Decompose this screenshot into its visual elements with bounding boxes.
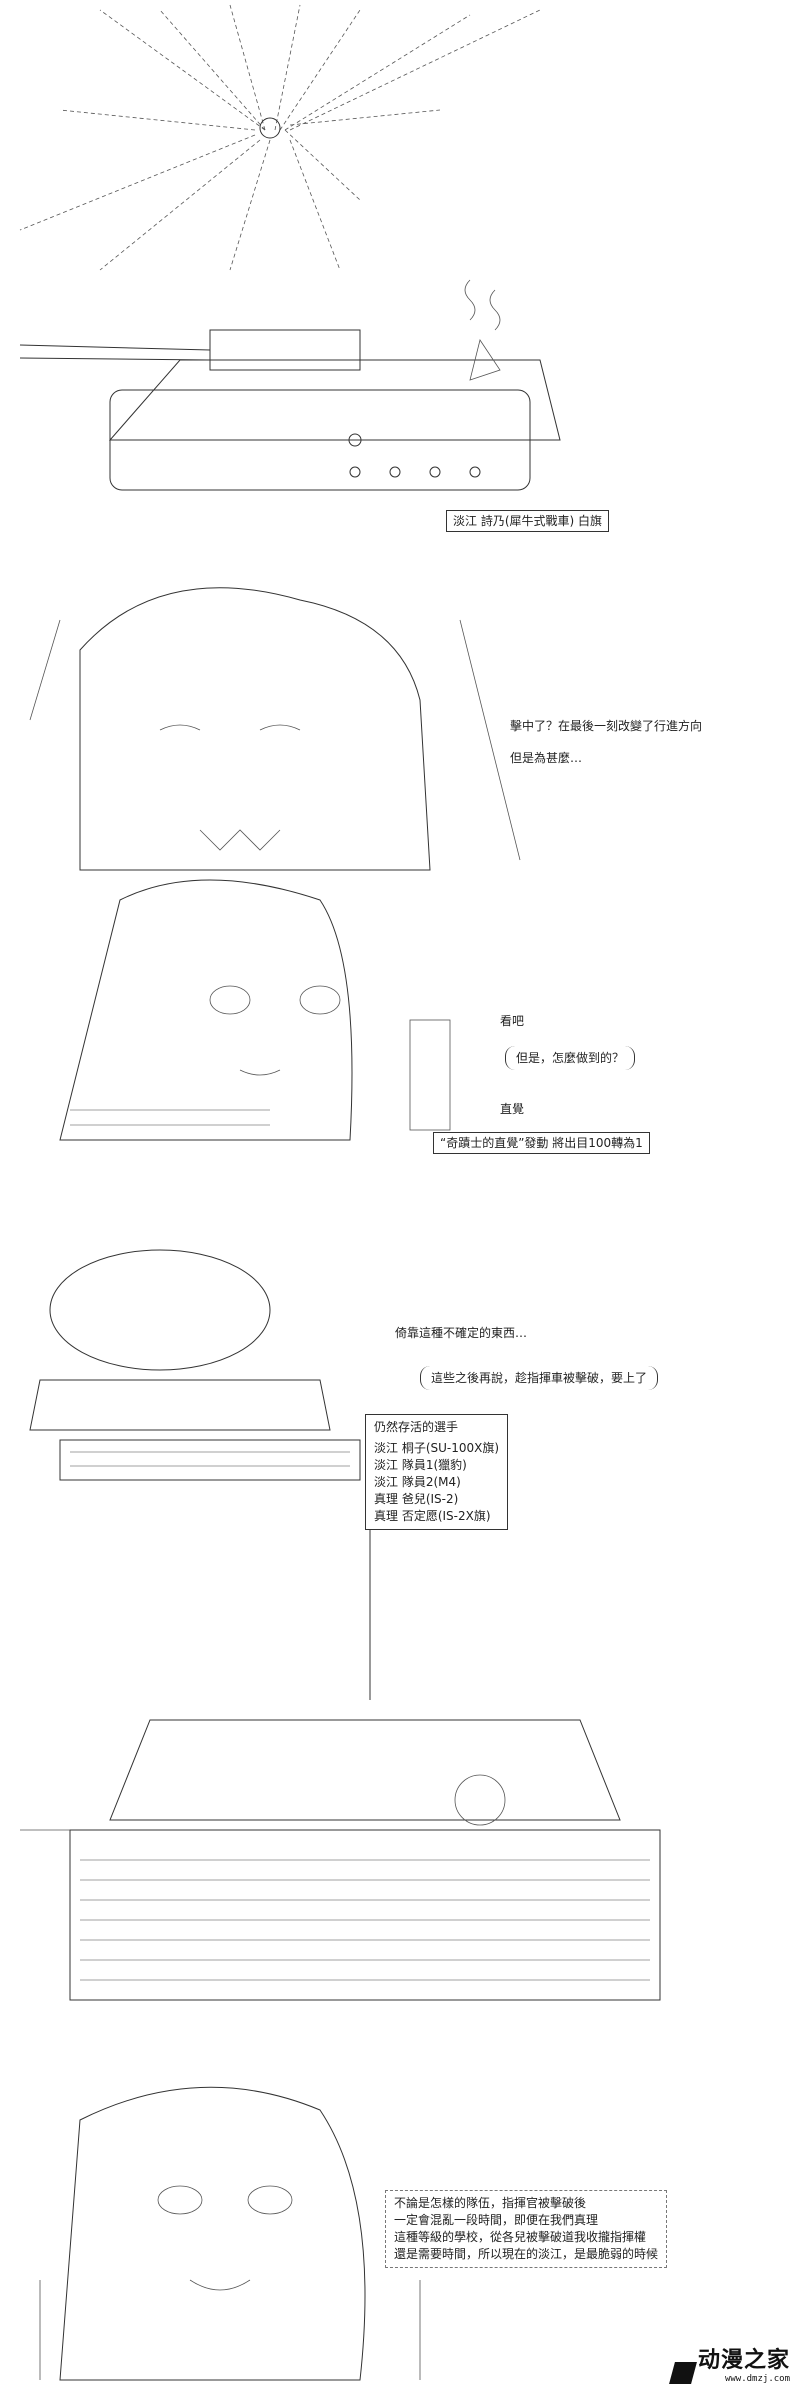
survivor-item: 淡江 桐子(SU-100X旗)	[374, 1441, 500, 1455]
site-watermark: 动漫之家 www.dmzj.com	[669, 2342, 790, 2384]
panel4-narration-2: 直覺	[500, 1102, 525, 1116]
tank-art	[19, 279, 561, 491]
survivor-item: 淡江 隊員1(獵豹)	[374, 1458, 467, 1472]
watermark-url: www.dmzj.com	[724, 2374, 790, 2384]
survivor-item: 淡江 隊員2(M4)	[374, 1475, 461, 1489]
survivor-item: 真理 爸兒(IS-2)	[374, 1492, 459, 1506]
tank-status-label: 淡江 詩乃(犀牛式戰車) 白旗	[446, 510, 609, 532]
explosion-burst-art	[19, 4, 541, 271]
panel3-line-2: 但是為甚麼…	[510, 751, 583, 765]
character-face-art-2	[59, 879, 451, 1141]
panel4-speech-bubble: 但是，怎麼做到的？	[505, 1046, 636, 1070]
large-tank-art	[20, 1530, 661, 2001]
panel7-line: 一定會混亂一段時間，即便在我們真理	[394, 2213, 599, 2227]
character-tank-art	[29, 1249, 361, 1481]
panel7-line: 不論是怎樣的隊伍，指揮官被擊破後	[394, 2196, 587, 2210]
skill-activation-box: “奇蹟士的直覺”發動 將出目100轉為1	[433, 1132, 650, 1154]
watermark-logo-text: 动漫之家	[697, 2348, 790, 2373]
character-face-art-1	[29, 587, 521, 871]
panel7-line: 這種等級的學校，從各兒被擊破道我收攏指揮權	[394, 2230, 647, 2244]
panel5-speech-bubble: 這些之後再說，趁指揮車被擊破，要上了	[420, 1366, 659, 1390]
panel7-narration-box: 不論是怎樣的隊伍，指揮官被擊破後 一定會混亂一段時間，即便在我們真理 這種等級的…	[385, 2190, 668, 2268]
two-characters-art	[39, 2086, 421, 2381]
panel7-line: 還是需要時間，所以現在的淡江，是最脆弱的時候	[394, 2247, 659, 2261]
survivors-title: 仍然存活的選手	[374, 1420, 459, 1434]
panel4-narration-1: 看吧	[500, 1014, 525, 1028]
survivors-list-box: 仍然存活的選手 淡江 桐子(SU-100X旗) 淡江 隊員1(獵豹) 淡江 隊員…	[365, 1414, 509, 1530]
panel5-narration: 倚靠這種不確定的東西…	[395, 1326, 528, 1340]
watermark-logo-icon	[669, 2362, 697, 2384]
panel3-line-1: 擊中了？在最後一刻改變了行進方向	[510, 719, 703, 733]
survivor-item: 真理 否定愿(IS-2X旗)	[374, 1509, 491, 1523]
